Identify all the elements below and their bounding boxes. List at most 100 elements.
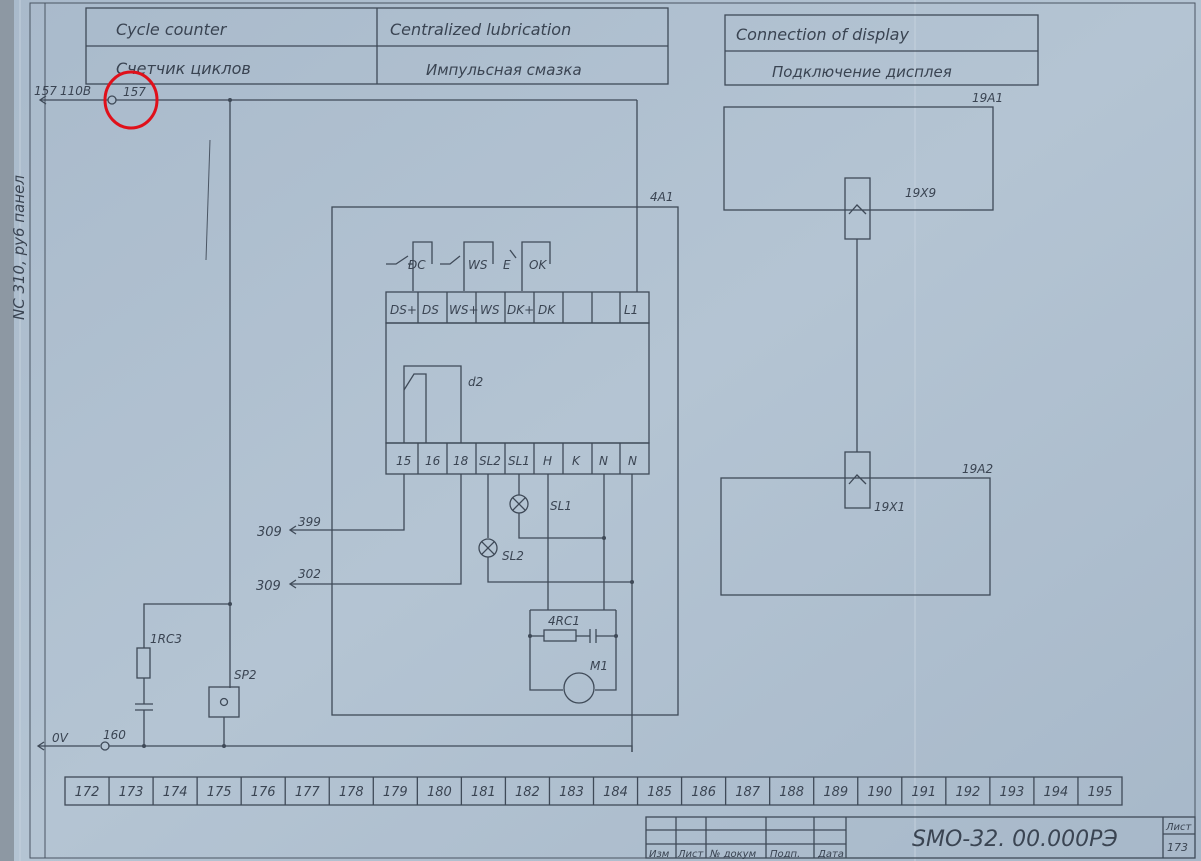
title-block: Изм Лист № докум Подп. Дата SMO-32. 00.0… [645,816,1196,860]
terminal-top: DK+ [507,303,534,317]
terminal-bottom: N [599,454,608,468]
node-160-label: 160 [103,728,126,742]
header-table: Cycle counter Счетчик циклов Centralized… [85,7,1039,86]
terminal-bottom: H [543,454,552,468]
title-col-sign: Подп. [770,849,800,860]
switch-dc: DC [386,241,433,291]
lamp-sl2-label: SL2 [502,549,524,563]
unit-label: 4A1 [650,190,673,204]
scale-cell: 191 [911,785,936,800]
display-connection: 19A1 19X9 19X1 19A2 [720,91,1003,596]
scale-cell: 176 [251,785,276,800]
node-157-label: 157 [123,85,146,99]
switch-ws: WS [440,241,494,291]
wire-ref-157: 157 [34,84,57,98]
display-19a2-label: 19A2 [962,462,993,476]
wire-ref-309a: 309 [257,525,282,540]
scale-cell: 178 [339,785,364,800]
red-annotation-circle [103,70,159,130]
terminal-bottom: N [628,454,637,468]
switch-ok: E OK [503,241,551,291]
switch-ok-label: OK [529,258,547,272]
left-branch: 1RC3 SP2 [135,602,257,746]
lamp-sl2: SL2 [478,538,524,563]
scale-cell: 181 [471,785,496,800]
voltage-0v: 0V [52,731,69,745]
document-number: SMO-32. 00.000РЭ [912,827,1118,852]
scale-cell: 188 [779,785,804,800]
wire-302: 302 [298,567,321,581]
lubrication-unit-4a1: 4A1 DC WS E OK [288,190,679,752]
scale-cell: 179 [383,785,408,800]
header-display-ru: Подключение дисплея [772,63,952,81]
terminal-top: DS+ [390,303,417,317]
scale-cell: 177 [295,785,321,800]
scale-cell: 180 [427,785,452,800]
rc-motor-label: 4RC1 [548,614,580,628]
sheet-number: 173 [1167,841,1188,854]
header-display-en: Connection of display [736,25,909,44]
top-power-line: 157 110B 157 [34,84,638,688]
voltage-110v: 110B [60,84,91,98]
terminal-bottom: SL1 [508,454,530,468]
column-scale: 172 173 174 175 176 177 178 179 180 181 182 183 184 1… [64,776,1123,806]
scale-cell: 174 [163,785,188,800]
conn-19x9-label: 19X9 [905,186,936,200]
display-19a1-label: 19A1 [972,91,1003,105]
header-cycle-counter-ru: Счетчик циклов [116,59,251,78]
switch-e-label: E [503,258,511,272]
title-col-date: Дата [817,849,844,860]
terminal-top: WS [480,303,500,317]
scale-cell: 175 [207,785,232,800]
header-lubrication-ru: Импульсная смазка [426,61,582,79]
sp2-label: SP2 [234,668,257,682]
switch-dc-label: DC [408,258,426,272]
scale-cell: 192 [955,785,980,800]
lamp-sl1-label: SL1 [550,499,572,513]
terminal-top: WS+ [449,303,479,317]
header-lubrication-en: Centralized lubrication [390,20,571,39]
sheet-label: Лист [1165,822,1193,833]
header-cycle-counter-en: Cycle counter [116,20,228,39]
wire-399: 399 [298,515,321,529]
terminal-bottom: 18 [453,454,469,468]
paper-left-edge [0,0,14,861]
motor-m1 [563,672,595,704]
side-label: NC 310, ру6 панел [10,175,28,320]
display-19a1 [723,106,994,211]
terminal-strip-top: DS+ DS WS+ WS DK+ DK L1 [385,291,650,324]
page-frame [29,2,1196,859]
terminal-bottom: SL2 [479,454,501,468]
relay-d2: d2 [403,365,483,443]
scale-cell: 189 [823,785,848,800]
terminal-bottom: 15 [396,454,411,468]
title-col-doc: № докум [709,849,757,860]
conn-19x1-label: 19X1 [874,500,905,514]
scale-cell: 186 [691,785,716,800]
rc-left-label: 1RC3 [150,632,182,646]
terminal-bottom: 16 [425,454,441,468]
scale-cell: 182 [515,785,540,800]
title-col-izm: Изм [649,849,670,860]
scale-cell: 184 [603,785,628,800]
relay-d2-label: d2 [468,375,483,389]
terminal-bottom: K [572,454,581,468]
scale-cell: 173 [119,785,144,800]
terminal-top: L1 [624,303,638,317]
title-col-list: Лист [677,849,705,860]
display-19a2 [720,477,991,596]
scale-cell: 187 [735,785,761,800]
terminal-top: DK [538,303,556,317]
terminal-strip-bottom: 15 16 18 SL2 SL1 H K N N [385,442,650,475]
terminal-top: DS [422,303,439,317]
scale-cell: 183 [559,785,584,800]
motor-m1-label: M1 [590,659,608,673]
scale-cell: 195 [1088,785,1113,800]
scale-cell: 172 [75,785,100,800]
scale-cell: 190 [867,785,892,800]
scale-cell: 193 [999,785,1024,800]
bottom-power-line: 0V 160 [36,728,633,752]
motor-rc-circuit: 4RC1 M1 [528,609,618,704]
